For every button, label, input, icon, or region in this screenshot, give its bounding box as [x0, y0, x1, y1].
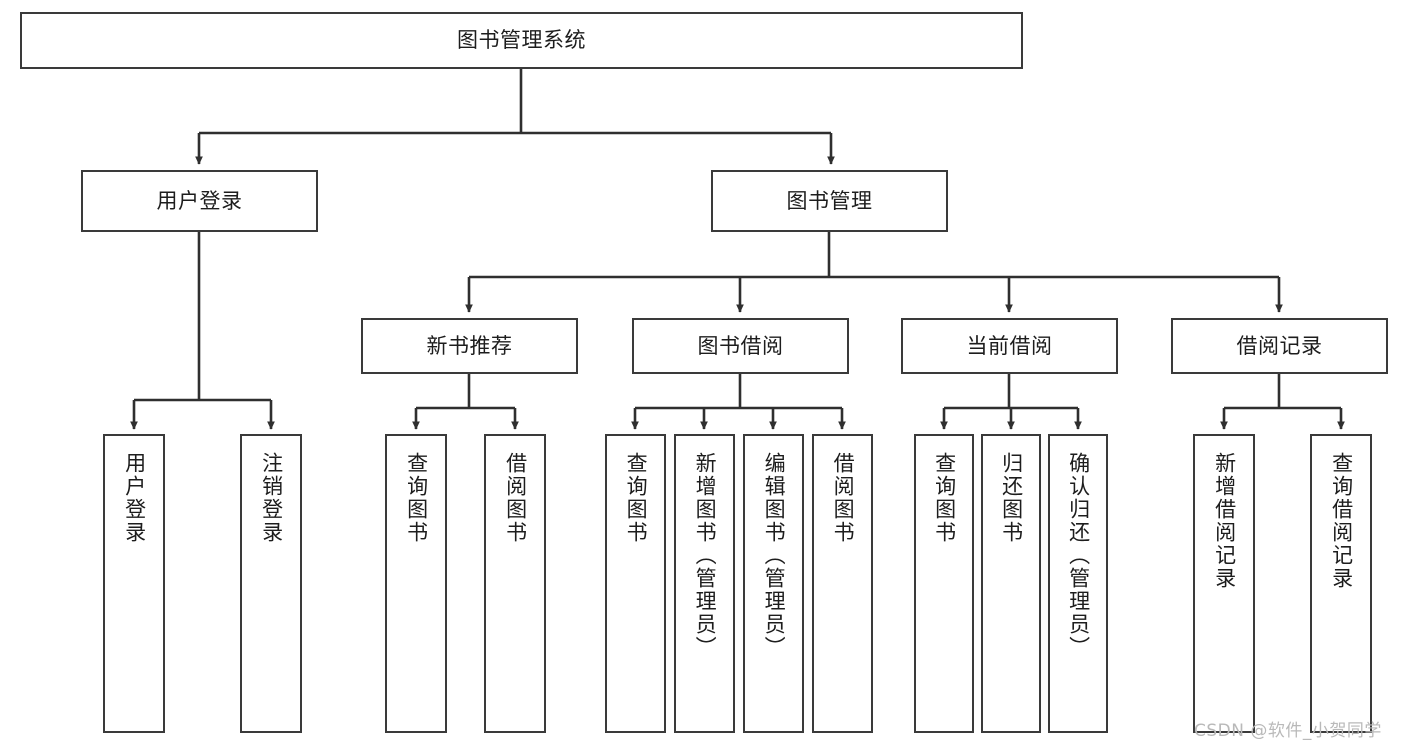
node-book-borrow[interactable]: 图书借阅: [632, 318, 849, 374]
leaf-borrow-book-recommend-label: 借阅图书: [503, 452, 528, 544]
node-user-login[interactable]: 用户登录: [81, 170, 318, 232]
csdn-watermark: CSDN @软件_小贺同学: [1194, 721, 1382, 741]
node-root[interactable]: 图书管理系统: [20, 12, 1023, 69]
leaf-confirm-return-admin-label: 确认归还（管理员）: [1066, 452, 1091, 659]
node-current-borrow-label: 当前借阅: [966, 333, 1053, 358]
leaf-add-book-admin[interactable]: 新增图书（管理员）: [674, 434, 735, 733]
node-book-management-label: 图书管理: [786, 188, 873, 213]
node-book-borrow-label: 图书借阅: [697, 333, 784, 358]
leaf-edit-book-admin[interactable]: 编辑图书（管理员）: [743, 434, 804, 733]
leaf-borrow-book-label: 借阅图书: [831, 452, 856, 544]
leaf-query-book-borrow-label: 查询图书: [624, 452, 649, 544]
node-user-login-label: 用户登录: [156, 188, 243, 213]
node-root-label: 图书管理系统: [457, 28, 586, 53]
leaf-edit-book-admin-label: 编辑图书（管理员）: [762, 452, 787, 659]
node-current-borrow[interactable]: 当前借阅: [901, 318, 1118, 374]
leaf-query-book-borrow[interactable]: 查询图书: [605, 434, 666, 733]
node-new-book-recommend[interactable]: 新书推荐: [361, 318, 578, 374]
leaf-add-book-admin-label: 新增图书（管理员）: [693, 452, 718, 659]
leaf-return-book-label: 归还图书: [999, 452, 1024, 544]
leaf-confirm-return-admin[interactable]: 确认归还（管理员）: [1048, 434, 1108, 733]
leaf-add-borrow-record-label: 新增借阅记录: [1212, 452, 1237, 590]
leaf-logout[interactable]: 注销登录: [240, 434, 302, 733]
leaf-logout-label: 注销登录: [259, 452, 284, 544]
leaf-query-borrow-record[interactable]: 查询借阅记录: [1310, 434, 1372, 733]
leaf-query-book-recommend-label: 查询图书: [404, 452, 429, 544]
leaf-return-book[interactable]: 归还图书: [981, 434, 1041, 733]
leaf-add-borrow-record[interactable]: 新增借阅记录: [1193, 434, 1255, 733]
node-borrow-record[interactable]: 借阅记录: [1171, 318, 1388, 374]
leaf-query-book-current[interactable]: 查询图书: [914, 434, 974, 733]
leaf-user-login[interactable]: 用户登录: [103, 434, 165, 733]
node-book-management[interactable]: 图书管理: [711, 170, 948, 232]
leaf-borrow-book[interactable]: 借阅图书: [812, 434, 873, 733]
leaf-query-book-current-label: 查询图书: [932, 452, 957, 544]
node-borrow-record-label: 借阅记录: [1236, 333, 1323, 358]
node-new-book-recommend-label: 新书推荐: [426, 333, 513, 358]
leaf-query-book-recommend[interactable]: 查询图书: [385, 434, 447, 733]
leaf-user-login-label: 用户登录: [122, 452, 147, 544]
leaf-borrow-book-recommend[interactable]: 借阅图书: [484, 434, 546, 733]
leaf-query-borrow-record-label: 查询借阅记录: [1329, 452, 1354, 590]
